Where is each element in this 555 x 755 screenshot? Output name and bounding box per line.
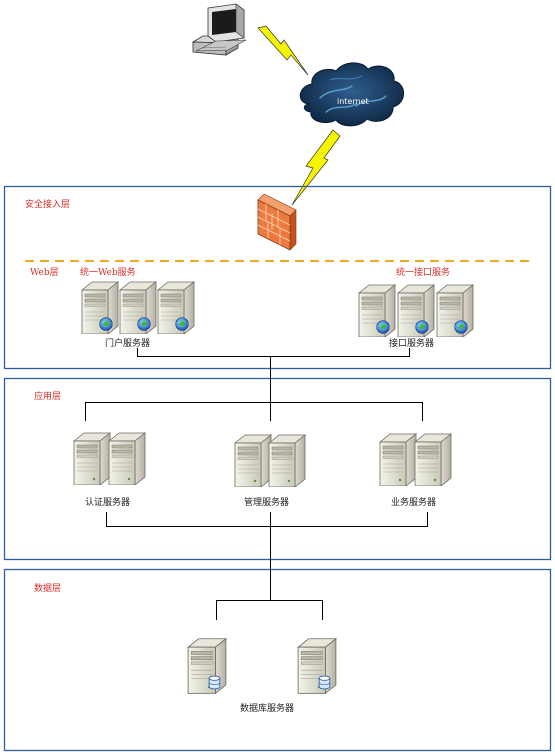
access-layer-box <box>3 185 552 370</box>
api-server-group <box>358 284 474 337</box>
api-servers-label: 接口服务器 <box>389 339 435 349</box>
web-layer-label: Web层 <box>30 268 59 278</box>
server-icon <box>119 281 157 334</box>
server-icon <box>108 432 146 485</box>
server-icon <box>436 284 474 337</box>
mgmt-servers-label: 管理服务器 <box>244 498 290 508</box>
biz-servers-label: 业务服务器 <box>391 498 437 508</box>
database-icon <box>318 675 331 690</box>
auth-servers-label: 认证服务器 <box>85 498 131 508</box>
network-links <box>85 348 428 620</box>
app-layer-label: 应用层 <box>34 392 62 402</box>
lightning-bolt-icon <box>291 129 341 206</box>
server-icon <box>81 281 119 334</box>
server-icon <box>297 638 337 694</box>
unified-web-service-label: 统一Web服务 <box>80 268 136 278</box>
app-layer-box <box>3 377 552 561</box>
internet-cloud-icon <box>299 62 405 127</box>
server-icon <box>379 433 417 486</box>
server-icon <box>414 433 452 486</box>
firewall-icon <box>257 193 297 251</box>
biz-server-group <box>379 433 452 486</box>
server-icon <box>157 281 195 334</box>
server-icon <box>73 432 111 485</box>
portal-server-group <box>81 281 195 334</box>
lightning-bolt-icon <box>257 25 309 76</box>
db-servers-label: 数据库服务器 <box>240 704 295 714</box>
auth-server-group <box>73 432 146 485</box>
db-server-group <box>187 638 337 694</box>
server-icon <box>187 638 227 694</box>
server-icon <box>234 434 272 487</box>
data-layer-label: 数据层 <box>34 584 62 594</box>
unified-api-service-label: 统一接口服务 <box>396 268 451 278</box>
server-icon <box>358 284 396 337</box>
computer-icon <box>191 3 247 56</box>
mgmt-server-group <box>234 434 306 487</box>
cloud-label: internet <box>337 97 369 106</box>
portal-servers-label: 门户服务器 <box>105 339 151 349</box>
database-icon <box>208 675 221 690</box>
server-icon <box>397 284 435 337</box>
access-layer-label: 安全接入层 <box>25 200 71 210</box>
data-layer-box <box>3 568 552 752</box>
server-icon <box>268 434 306 487</box>
